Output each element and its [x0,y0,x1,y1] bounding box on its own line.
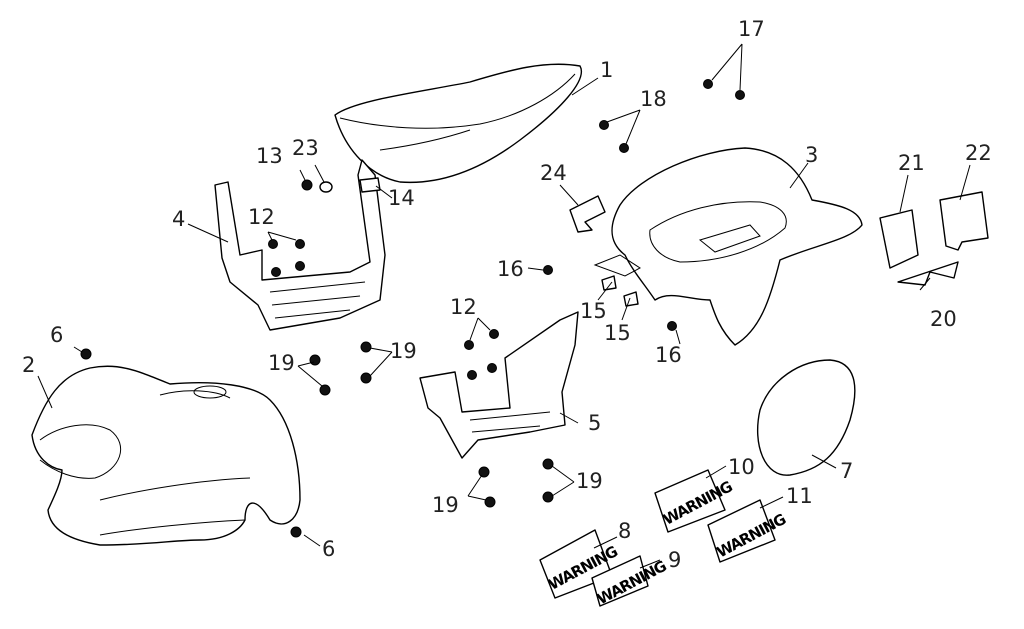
washer-23 [319,181,333,193]
callout-24: 24 [540,161,567,185]
callout-9: 9 [668,548,681,572]
callout-1: 1 [600,58,613,82]
sticker-20 [897,261,959,286]
callout-4: 4 [172,207,185,231]
callout-12b: 12 [450,295,477,319]
callout-17: 17 [738,17,765,41]
callout-5: 5 [588,411,601,435]
callout-19b: 19 [390,339,417,363]
callout-13: 13 [256,144,283,168]
sticker-22 [939,191,989,251]
callout-3: 3 [805,143,818,167]
plate-24 [569,195,606,233]
callout-6a: 6 [50,323,63,347]
callout-8: 8 [618,519,631,543]
callout-21: 21 [898,151,925,175]
callout-19d: 19 [576,469,603,493]
front-fender-part [31,365,301,546]
right-footwell-part [419,311,579,459]
left-footwell-part [214,159,386,331]
callout-19c: 19 [432,493,459,517]
callout-15b: 15 [604,321,631,345]
oval-pad-part [756,359,856,476]
rear-fender-part [593,147,863,346]
callout-20: 20 [930,307,957,331]
callout-19a: 19 [268,351,295,375]
seat-part [334,63,583,184]
callout-14: 14 [388,186,415,210]
callout-7: 7 [840,459,853,483]
callout-18: 18 [640,87,667,111]
callout-11: 11 [786,484,813,508]
leader-lines [37,43,971,569]
sticker-21 [879,209,919,269]
clip-15 [601,275,639,307]
callout-2: 2 [22,353,35,377]
callout-labels: 1 2 3 4 5 6 6 7 8 9 10 11 12 12 13 14 15… [22,17,992,572]
callout-12a: 12 [248,205,275,229]
callout-10: 10 [728,455,755,479]
callout-16b: 16 [655,343,682,367]
callout-23: 23 [292,136,319,160]
bolt-hardware [80,79,745,538]
clip-14 [359,177,381,193]
callout-22: 22 [965,141,992,165]
callout-6b: 6 [322,537,335,561]
callout-16a: 16 [497,257,524,281]
callout-15a: 15 [580,299,607,323]
